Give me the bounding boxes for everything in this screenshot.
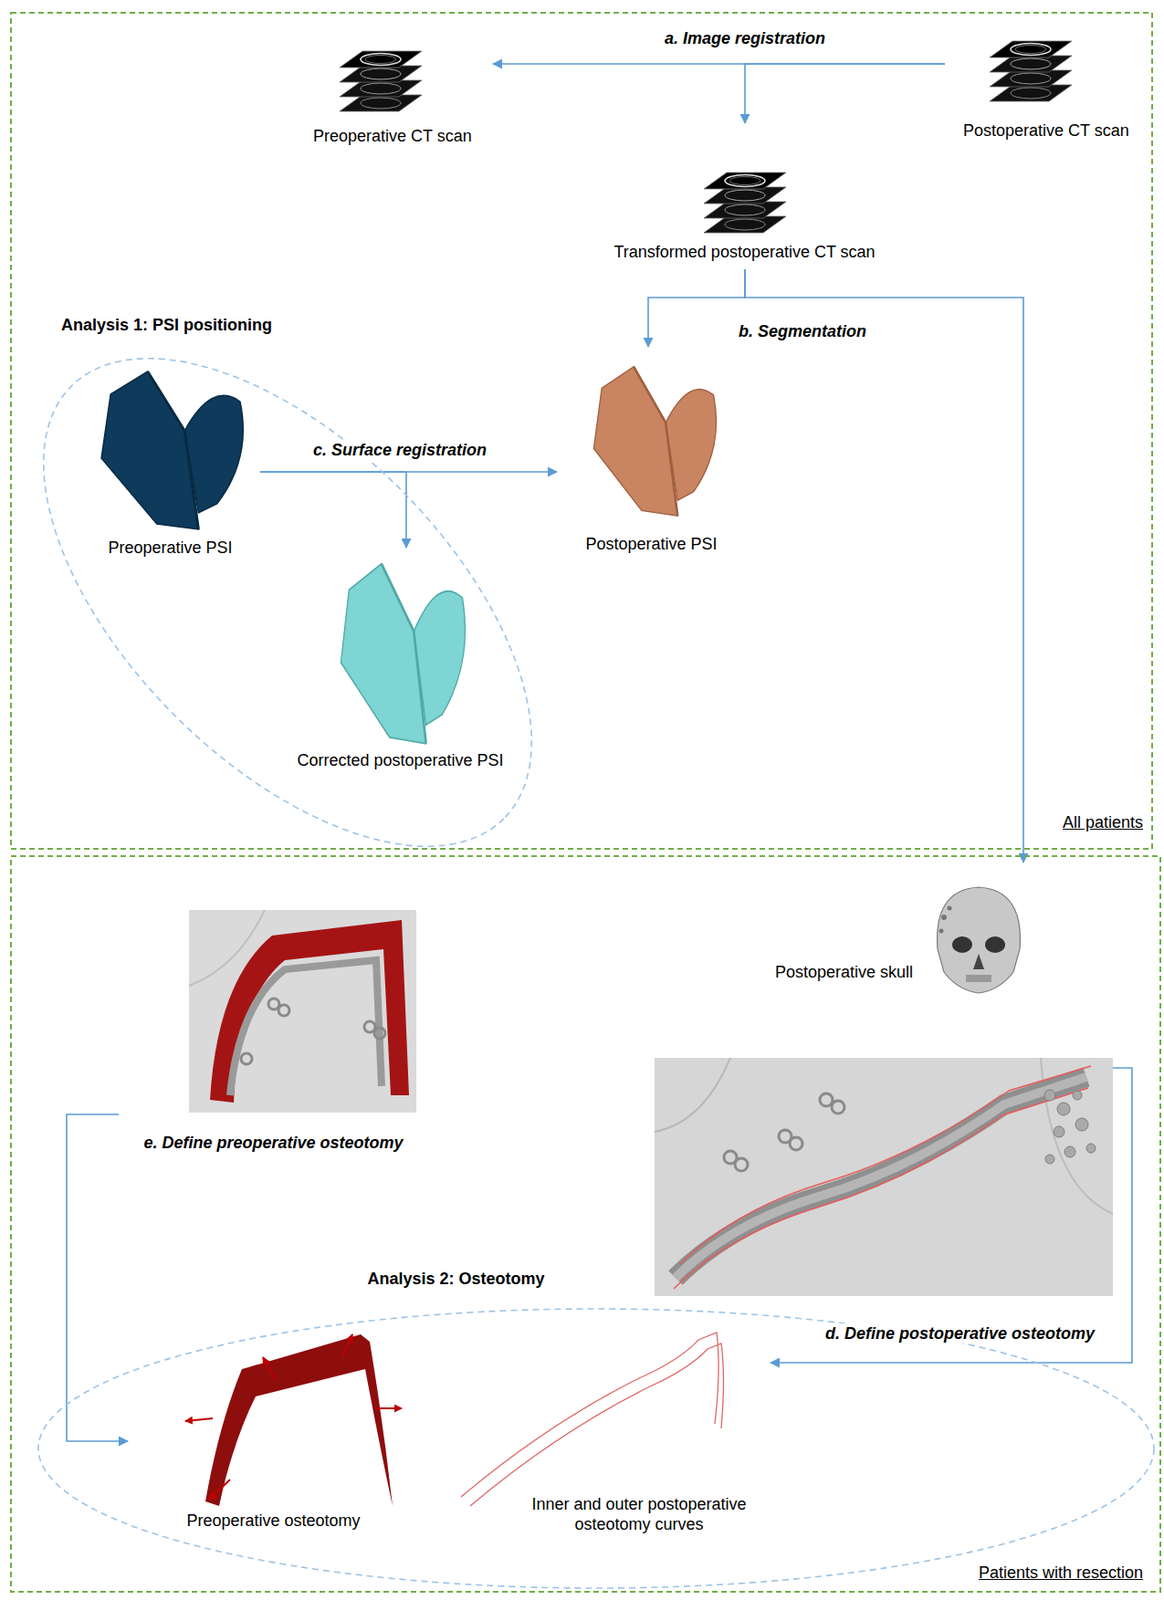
edge-label: a. Image registration — [661, 28, 829, 49]
panel: Patients with resection Postoperative sku… — [10, 855, 1162, 1594]
ct-scan-node: Preoperative CT scan — [292, 41, 493, 151]
curves-node: Inner and outer postoperative osteotomy … — [492, 1314, 771, 1557]
preoperative-osteotomy-figure — [185, 1334, 402, 1507]
edge-label: c. Surface registration — [310, 440, 490, 461]
osteotomy-curves — [461, 1332, 724, 1507]
node-text: Patients with resection — [978, 1562, 1144, 1584]
dashed-border — [10, 856, 1161, 1593]
panel: All patientsPreoperative CT scanPostoper… — [10, 11, 1154, 850]
node-text: Preoperative PSI — [108, 537, 233, 558]
ct-scan-node: Postoperative CT scan — [944, 36, 1146, 145]
node-text: Analysis 2: Osteotomy — [367, 1268, 546, 1290]
node-text: Postoperative skull — [775, 962, 913, 983]
panel-outline — [10, 855, 1162, 1594]
node-text: Postoperative PSI — [586, 534, 718, 555]
connector — [744, 63, 945, 124]
skull-figure — [937, 887, 1021, 994]
node-text: e. Define preoperative osteotomy — [144, 1132, 404, 1154]
dashed-ellipse — [38, 1309, 1154, 1589]
node-text: Corrected postoperative PSI — [297, 750, 504, 771]
osteotomy-node: Preoperative osteotomy — [127, 1314, 420, 1539]
node-text: Analysis 1: PSI positioning — [61, 314, 273, 336]
node-text: All patients — [1062, 812, 1144, 833]
implant-node: Postoperative PSI — [556, 346, 740, 562]
implant-node: Preoperative PSI — [82, 360, 261, 567]
psi-models — [101, 367, 716, 745]
connector — [770, 1068, 1133, 1364]
ellipse-outline — [38, 1264, 1158, 1592]
connector — [66, 1114, 128, 1442]
node-text: Inner and outer postoperative osteotomy … — [511, 1494, 767, 1535]
analysis-ellipse: Analysis 1: PSI positioningPreoperative … — [41, 310, 544, 850]
node-text: Preoperative CT scan — [313, 125, 472, 147]
node-text: Postoperative CT scan — [963, 120, 1130, 141]
connector — [744, 269, 1024, 863]
skull-node: Postoperative skull — [654, 862, 1113, 1297]
edge-label: b. Segmentation — [735, 321, 870, 342]
dashed-ellipse — [0, 272, 618, 932]
connector — [260, 471, 407, 548]
connector — [648, 269, 745, 347]
ct-scan-node: Transformed postoperative CT scan — [584, 123, 909, 270]
analysis-ellipse: Analysis 2: OsteotomyPreoperative osteot… — [38, 1264, 1158, 1592]
node-text: Preoperative osteotomy — [187, 1510, 361, 1532]
edge-label: d. Define postoperative osteotomy — [822, 1323, 1098, 1344]
implant-node: Corrected postoperative PSI — [273, 547, 521, 776]
node-text: Transformed postoperative CT scan — [614, 241, 876, 263]
postoperative-closeup — [654, 1058, 1113, 1297]
preoperative-closeup — [188, 910, 417, 1113]
osteotomy-image-node: e. Define preoperative osteotomy — [118, 903, 430, 1160]
